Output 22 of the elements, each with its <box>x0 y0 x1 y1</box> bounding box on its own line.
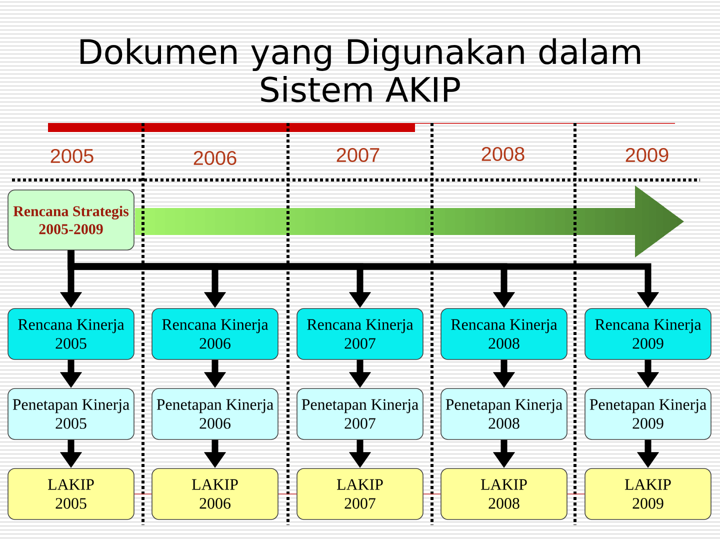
process-box: LAKIP 2005 <box>8 468 134 520</box>
process-box: LAKIP 2006 <box>152 468 278 520</box>
process-box: Rencana Kinerja 2008 <box>440 308 568 360</box>
title: Dokumen yang Digunakan dalam Sistem AKIP <box>80 38 640 102</box>
process-box: Penetapan Kinerja 2008 <box>440 388 568 440</box>
year-label: 2009 <box>626 148 668 162</box>
year-label: 2005 <box>50 148 94 164</box>
process-box: LAKIP 2007 <box>296 468 424 520</box>
process-box: Rencana Kinerja 2009 <box>584 308 712 360</box>
process-box: Rencana Kinerja 2006 <box>152 308 278 360</box>
process-box: Penetapan Kinerja 2006 <box>152 388 278 440</box>
process-box: LAKIP 2009 <box>584 468 712 520</box>
process-box: Penetapan Kinerja 2005 <box>8 388 134 440</box>
year-label: 2007 <box>336 148 380 162</box>
process-box: Rencana Kinerja 2005 <box>8 308 134 360</box>
process-box: Penetapan Kinerja 2009 <box>584 388 712 440</box>
process-box: Rencana Kinerja 2007 <box>296 308 424 360</box>
process-box: Rencana Strategis 2005-2009 <box>8 190 134 250</box>
process-box: Penetapan Kinerja 2007 <box>296 388 424 440</box>
year-label: 2008 <box>482 146 524 162</box>
process-box: LAKIP 2008 <box>440 468 568 520</box>
year-label: 2006 <box>194 150 236 166</box>
